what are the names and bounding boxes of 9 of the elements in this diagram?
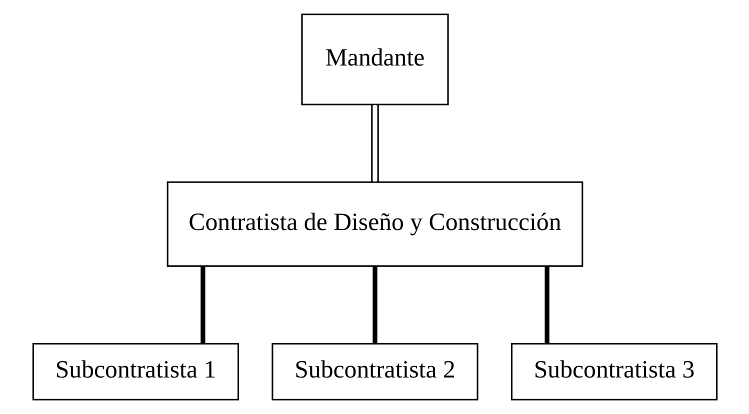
node-box: Subcontratista 1 [32,342,239,400]
node-box: Mandante [300,14,448,106]
connector [370,104,378,182]
node-box: Subcontratista 2 [271,342,478,400]
connector [544,266,549,344]
node-box: Contratista de Diseño y Construcción [166,181,583,267]
node-box: Subcontratista 3 [510,342,718,400]
connector [200,266,205,344]
connector [372,266,377,344]
